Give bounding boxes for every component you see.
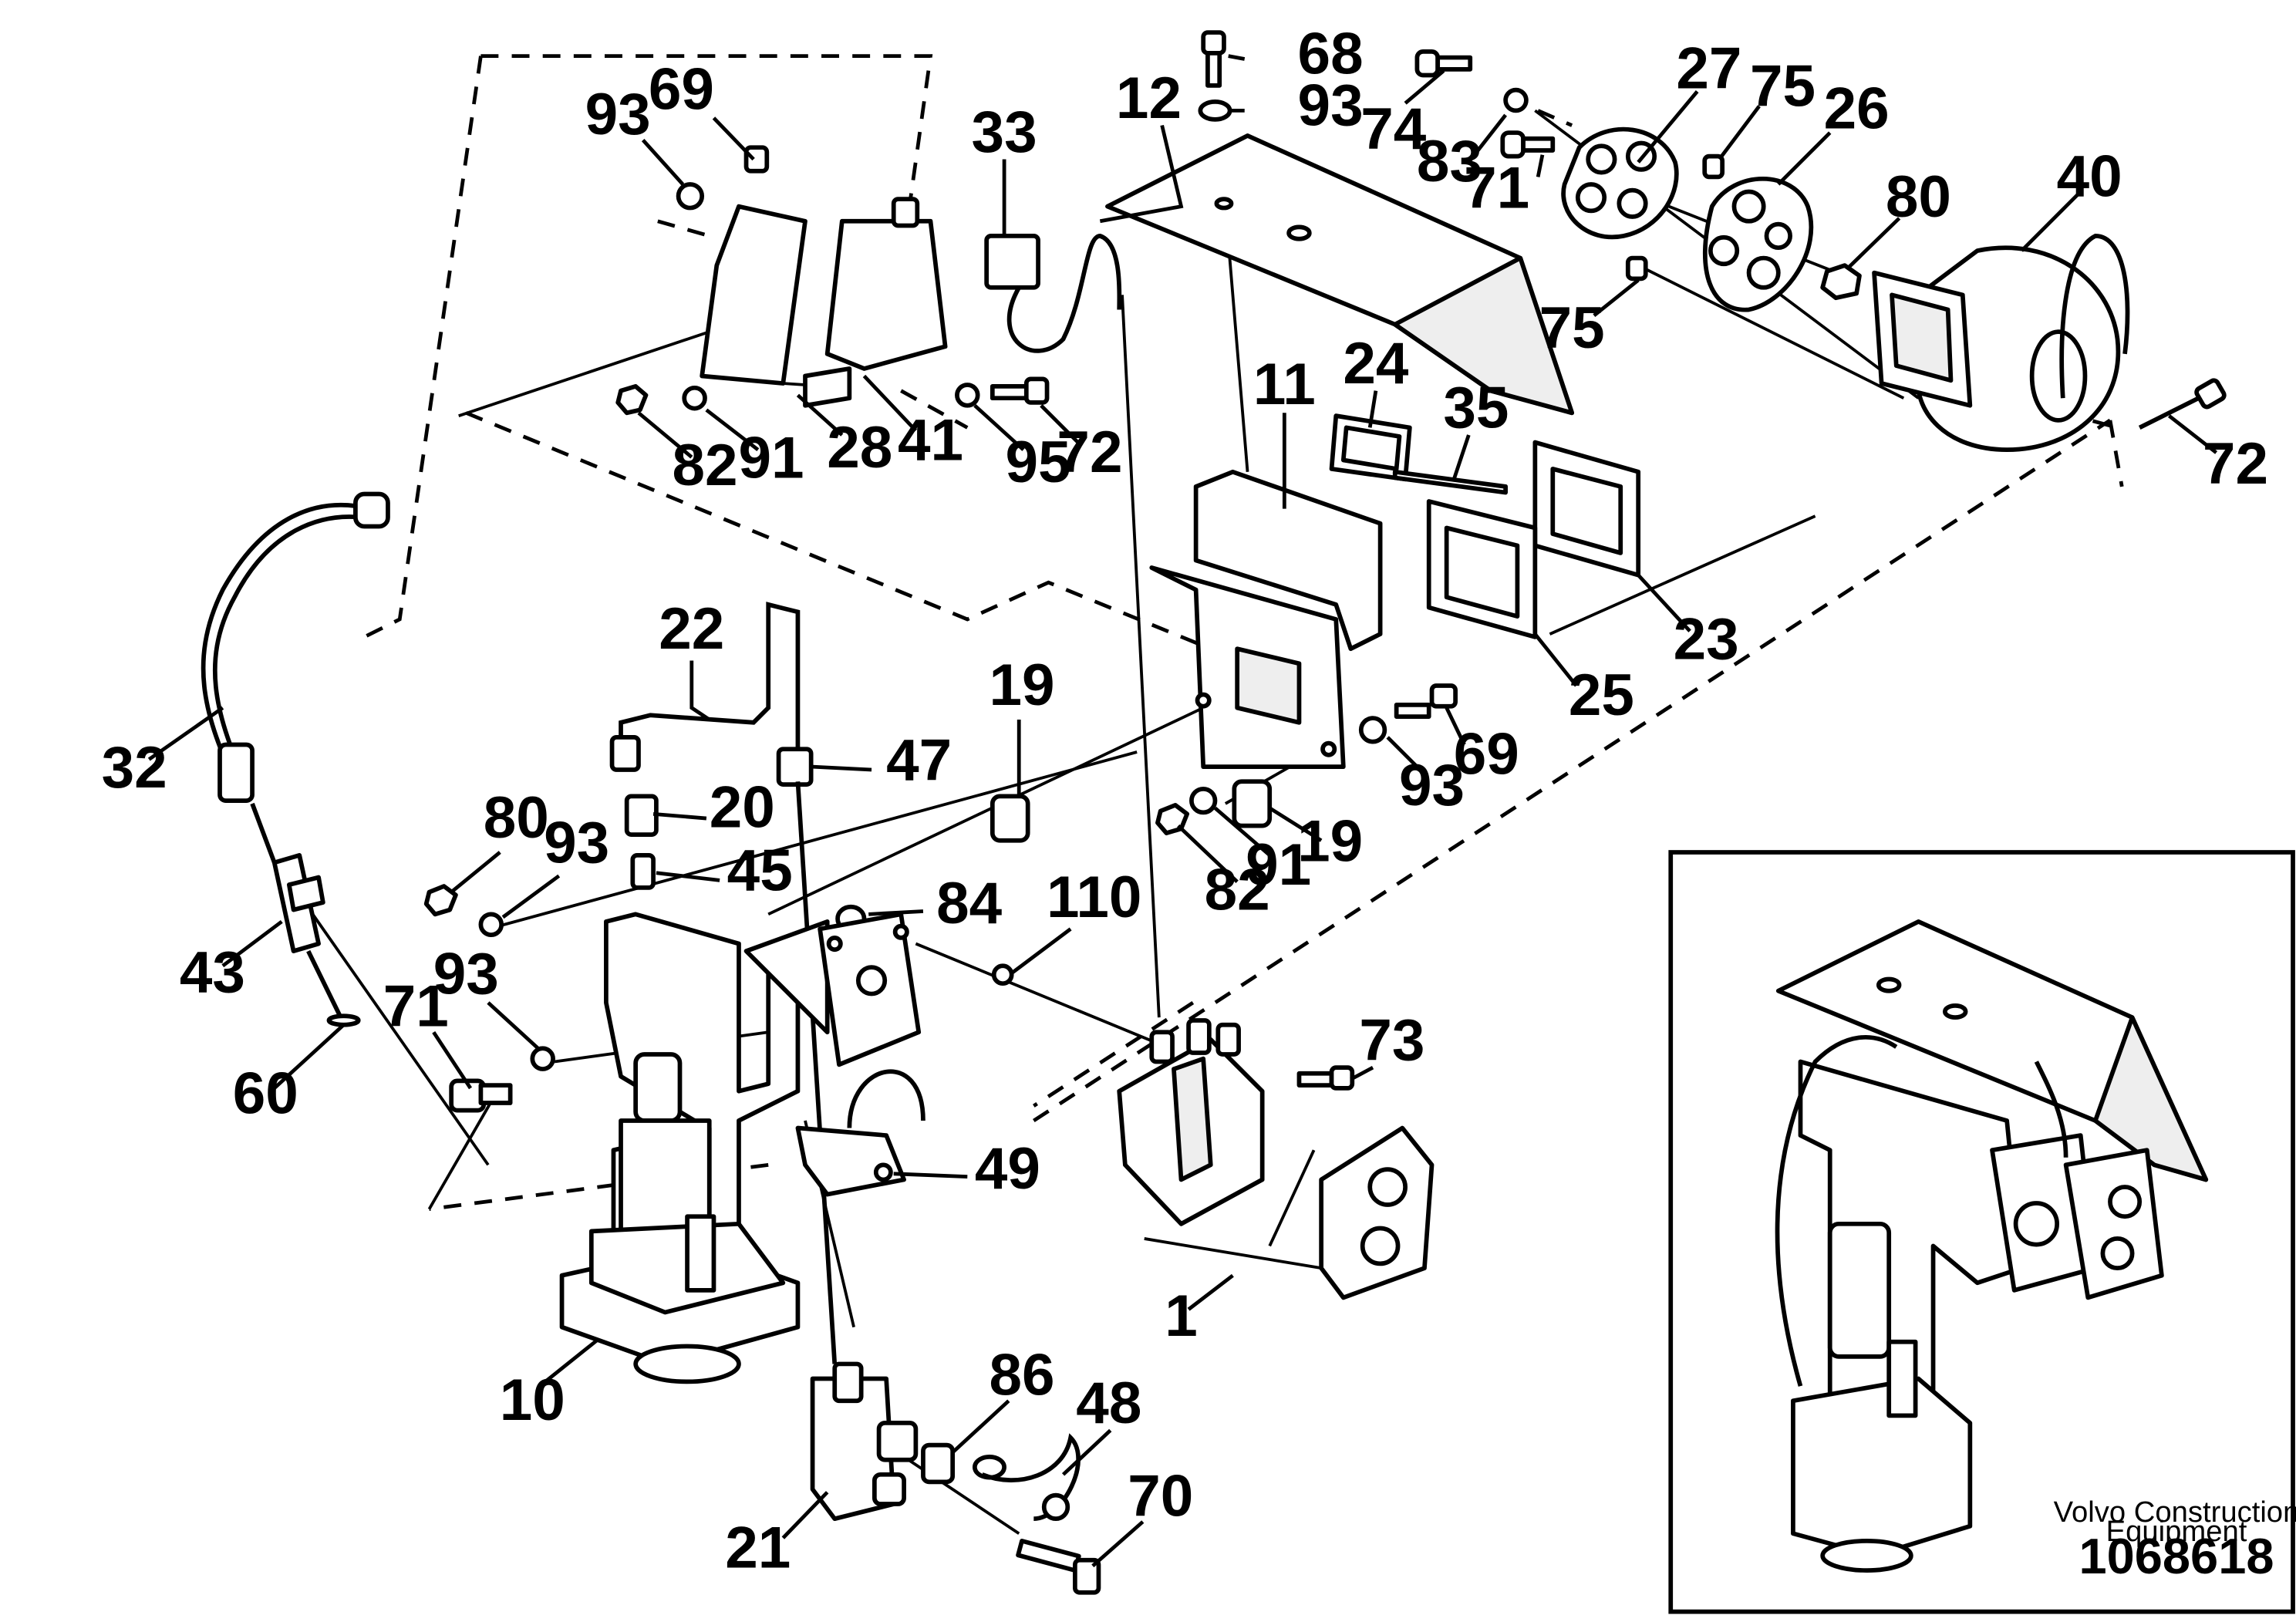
callout-20: 20	[710, 775, 775, 841]
callout-75: 75	[1539, 295, 1605, 361]
part-drawings	[201, 30, 2227, 1595]
bracket-box-11	[1149, 469, 1383, 770]
callout-110: 110	[1047, 865, 1141, 930]
callout-80: 80	[484, 785, 549, 851]
credit-line-2: Equipment	[2106, 1515, 2247, 1548]
assembly-dashed-lines	[354, 54, 2124, 1212]
plate-84	[818, 912, 922, 1067]
callout-83: 83	[1417, 129, 1482, 194]
callout-43: 43	[180, 940, 245, 1006]
callout-27: 27	[1676, 36, 1741, 102]
flange-27	[1561, 126, 1679, 240]
callout-93: 93	[1399, 753, 1465, 818]
callout-41: 41	[898, 407, 963, 473]
callout-70: 70	[1128, 1463, 1193, 1529]
callout-1: 1	[1165, 1283, 1198, 1349]
callout-75: 75	[1750, 54, 1816, 120]
bolt-68	[1198, 30, 1232, 122]
top-cover-12	[1105, 133, 1575, 416]
callout-40: 40	[2057, 143, 2122, 209]
callout-45: 45	[727, 838, 793, 904]
callout-19: 19	[1297, 809, 1363, 875]
callout-33: 33	[972, 99, 1037, 165]
callout-25: 25	[1569, 663, 1634, 728]
callout-72: 72	[2203, 431, 2268, 497]
callout-84: 84	[936, 871, 1003, 936]
callout-49: 49	[975, 1136, 1040, 1202]
cable-32	[201, 491, 390, 803]
burner-bracket-10	[559, 912, 830, 1384]
callout-72: 72	[1057, 420, 1122, 485]
document-number: 1068618	[2079, 1528, 2274, 1584]
junction-box-1	[1117, 1018, 1435, 1300]
callout-26: 26	[1824, 76, 1890, 141]
callout-32: 32	[102, 735, 167, 801]
callout-91: 91	[738, 425, 804, 491]
callout-71: 71	[1464, 156, 1529, 221]
callout-12: 12	[1116, 66, 1182, 131]
callout-24: 24	[1343, 331, 1409, 396]
callout-68: 68	[1298, 22, 1364, 87]
bolt-70	[1016, 1538, 1101, 1595]
screws-74-83-71	[1414, 49, 1556, 159]
callout-10: 10	[500, 1367, 565, 1433]
callout-48: 48	[1076, 1371, 1141, 1436]
callout-95: 95	[1006, 430, 1071, 495]
credit-line-1: Volvo Construction	[2054, 1496, 2296, 1529]
callout-71: 71	[383, 974, 449, 1040]
callout-11: 11	[1253, 352, 1316, 417]
callout-73: 73	[1359, 1008, 1424, 1074]
callout-19: 19	[990, 653, 1055, 718]
solenoid-49	[795, 1069, 925, 1197]
callout-93: 93	[544, 810, 609, 875]
leader-lines	[147, 54, 2218, 1568]
callout-74: 74	[1360, 96, 1427, 162]
spacers-19	[990, 779, 1273, 843]
callout-91: 91	[1246, 832, 1311, 898]
callout-69: 69	[649, 56, 714, 122]
sensor-43	[250, 802, 361, 1027]
callout-labels: 68 93 12 74 83 71 27 75 26 80 40 75 72 9…	[102, 22, 2296, 1584]
callout-21: 21	[725, 1515, 791, 1580]
callout-47: 47	[886, 727, 952, 793]
fasteners-75-80	[1625, 153, 1862, 301]
inset-assembled-view	[1668, 850, 2295, 1614]
relay-group	[700, 197, 1122, 408]
callout-28: 28	[827, 415, 892, 481]
valve-block-21	[810, 1361, 1081, 1522]
blower-40	[1872, 234, 2130, 452]
callout-22: 22	[659, 596, 724, 662]
bolt-72-right	[2138, 378, 2227, 430]
fuel-tube-22	[609, 602, 838, 1364]
callout-82: 82	[672, 433, 737, 498]
callout-82: 82	[1205, 858, 1270, 923]
callout-60: 60	[233, 1061, 298, 1126]
washers-upper	[615, 145, 1050, 416]
callout-93: 93	[1298, 73, 1364, 139]
callout-86: 86	[990, 1343, 1055, 1408]
callout-80: 80	[1886, 164, 1951, 230]
callout-69: 69	[1454, 722, 1519, 787]
flange-26	[1702, 176, 1814, 312]
callout-35: 35	[1443, 375, 1509, 440]
callout-93: 93	[433, 942, 499, 1007]
callout-23: 23	[1674, 607, 1739, 673]
callout-93: 93	[585, 82, 651, 147]
